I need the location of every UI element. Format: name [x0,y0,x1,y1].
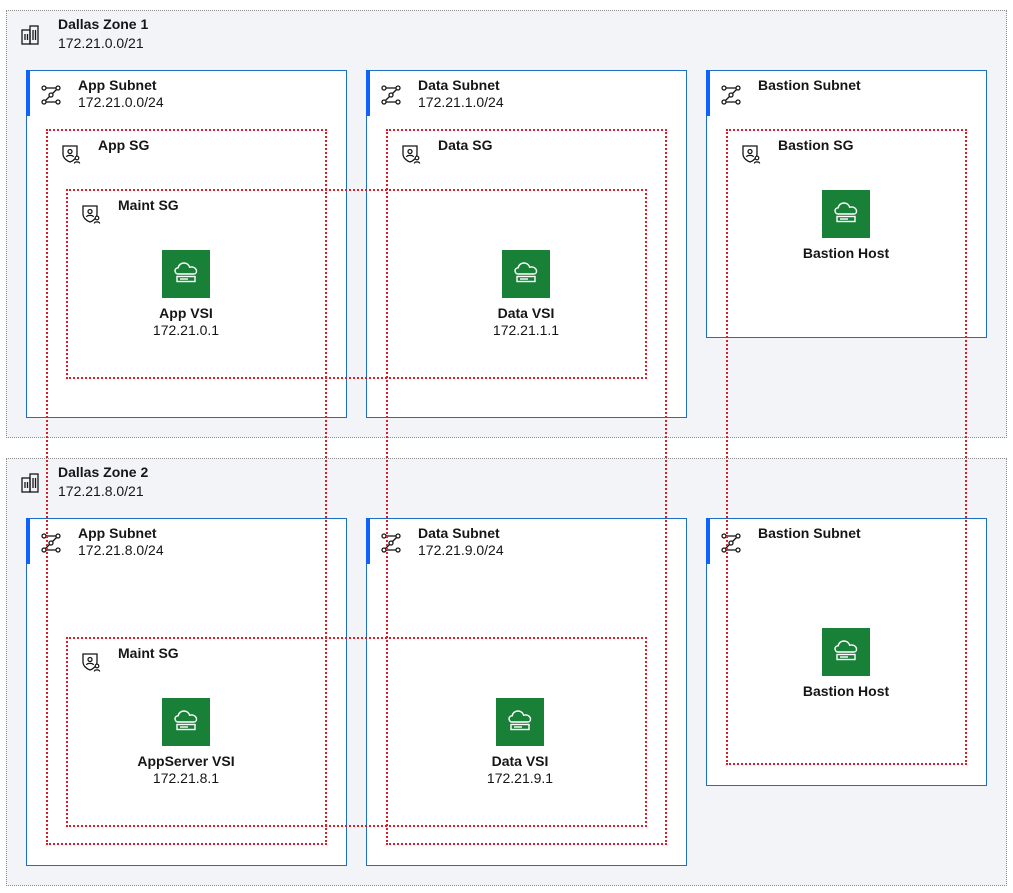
subnet-cidr: 172.21.9.0/24 [418,542,504,558]
data-security-group [386,129,667,845]
bastion-security-group [726,129,967,765]
security-group-icon [80,203,102,225]
vsi-name: Data VSI [491,753,549,769]
vsi-ip: 172.21.9.1 [486,770,554,786]
cloud-server-icon [502,250,550,298]
building-icon [19,472,41,494]
security-group-icon [60,143,82,165]
vsi-name: Data VSI [497,305,555,321]
vsi-ip: 172.21.1.1 [492,322,560,338]
zone-1-name: Dallas Zone 1 [58,16,149,32]
subnet-name: Data Subnet [418,77,500,93]
cloud-server-icon [822,628,870,676]
cloud-server-icon [162,698,210,746]
security-group-icon [400,143,422,165]
zone-2-app-subnet [26,518,347,866]
cloud-server-icon [162,250,210,298]
security-group-icon [740,143,762,165]
subnet-cidr: 172.21.8.0/24 [78,542,164,558]
subnet-network-icon [720,84,742,106]
sg-name: Maint SG [118,197,179,213]
zone-2-name: Dallas Zone 2 [58,464,149,480]
subnet-network-icon [380,84,402,106]
subnet-cidr: 172.21.1.0/24 [418,94,504,110]
zone-1-cidr: 172.21.0.0/21 [58,35,144,51]
sg-name: Maint SG [118,645,179,661]
cloud-server-icon [496,698,544,746]
zone-2-data-subnet [366,518,687,866]
sg-name: App SG [98,137,150,153]
app-security-group [46,129,327,845]
subnet-name: Data Subnet [418,525,500,541]
subnet-name: Bastion Subnet [758,77,861,93]
vsi-name: Bastion Host [802,245,890,261]
subnet-network-icon [40,84,62,106]
sg-name: Data SG [438,137,493,153]
zone-2-cidr: 172.21.8.0/21 [58,483,144,499]
cloud-server-icon [822,190,870,238]
vsi-name: App VSI [159,305,213,321]
vsi-ip: 172.21.8.1 [152,770,220,786]
vsi-ip: 172.21.0.1 [152,322,220,338]
subnet-cidr: 172.21.0.0/24 [78,94,164,110]
subnet-name: App Subnet [78,525,157,541]
vsi-name: AppServer VSI [137,753,235,769]
security-group-icon [80,651,102,673]
zone-1-app-subnet [26,70,347,418]
sg-name: Bastion SG [778,137,854,153]
vsi-name: Bastion Host [802,683,890,699]
maint-security-group-zone-1 [66,189,647,379]
building-icon [19,24,41,46]
subnet-name: App Subnet [78,77,157,93]
maint-security-group-zone-2 [66,637,647,827]
zone-1-data-subnet [366,70,687,418]
subnet-name: Bastion Subnet [758,525,861,541]
